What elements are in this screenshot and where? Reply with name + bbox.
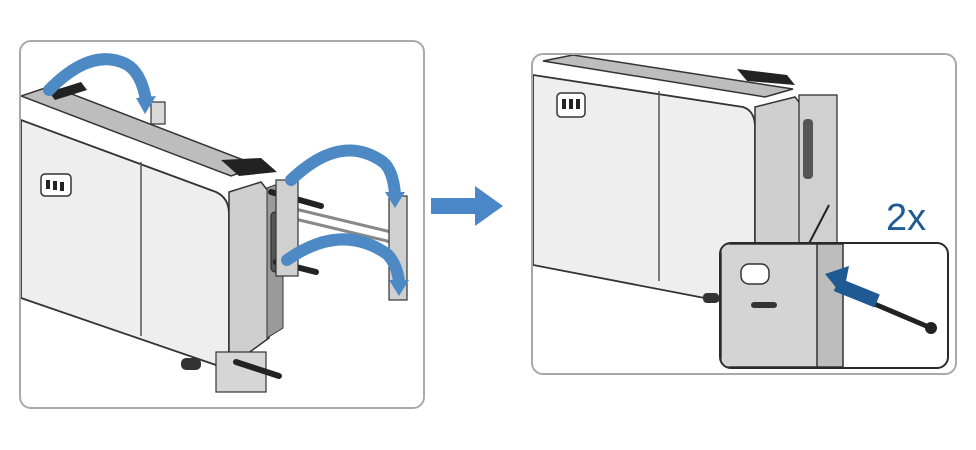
screw-detail-callout bbox=[719, 242, 949, 369]
foot bbox=[181, 358, 201, 370]
insert-arrow-icon bbox=[833, 278, 880, 308]
screw-detail-illustration bbox=[721, 244, 937, 367]
inverter-side bbox=[228, 181, 270, 364]
top-bracket bbox=[150, 101, 166, 125]
inverter-bracket-illustration bbox=[21, 53, 409, 393]
left-step-panel bbox=[19, 40, 425, 409]
handle-grip bbox=[49, 82, 87, 100]
vent-grille bbox=[221, 158, 277, 176]
rotate-arrow-middle bbox=[285, 144, 401, 200]
rotate-arrow-bottom bbox=[281, 233, 405, 288]
rotate-arrow-top bbox=[43, 53, 152, 106]
step-count-label: 2x bbox=[886, 197, 927, 239]
next-step-arrow-icon bbox=[431, 186, 503, 226]
